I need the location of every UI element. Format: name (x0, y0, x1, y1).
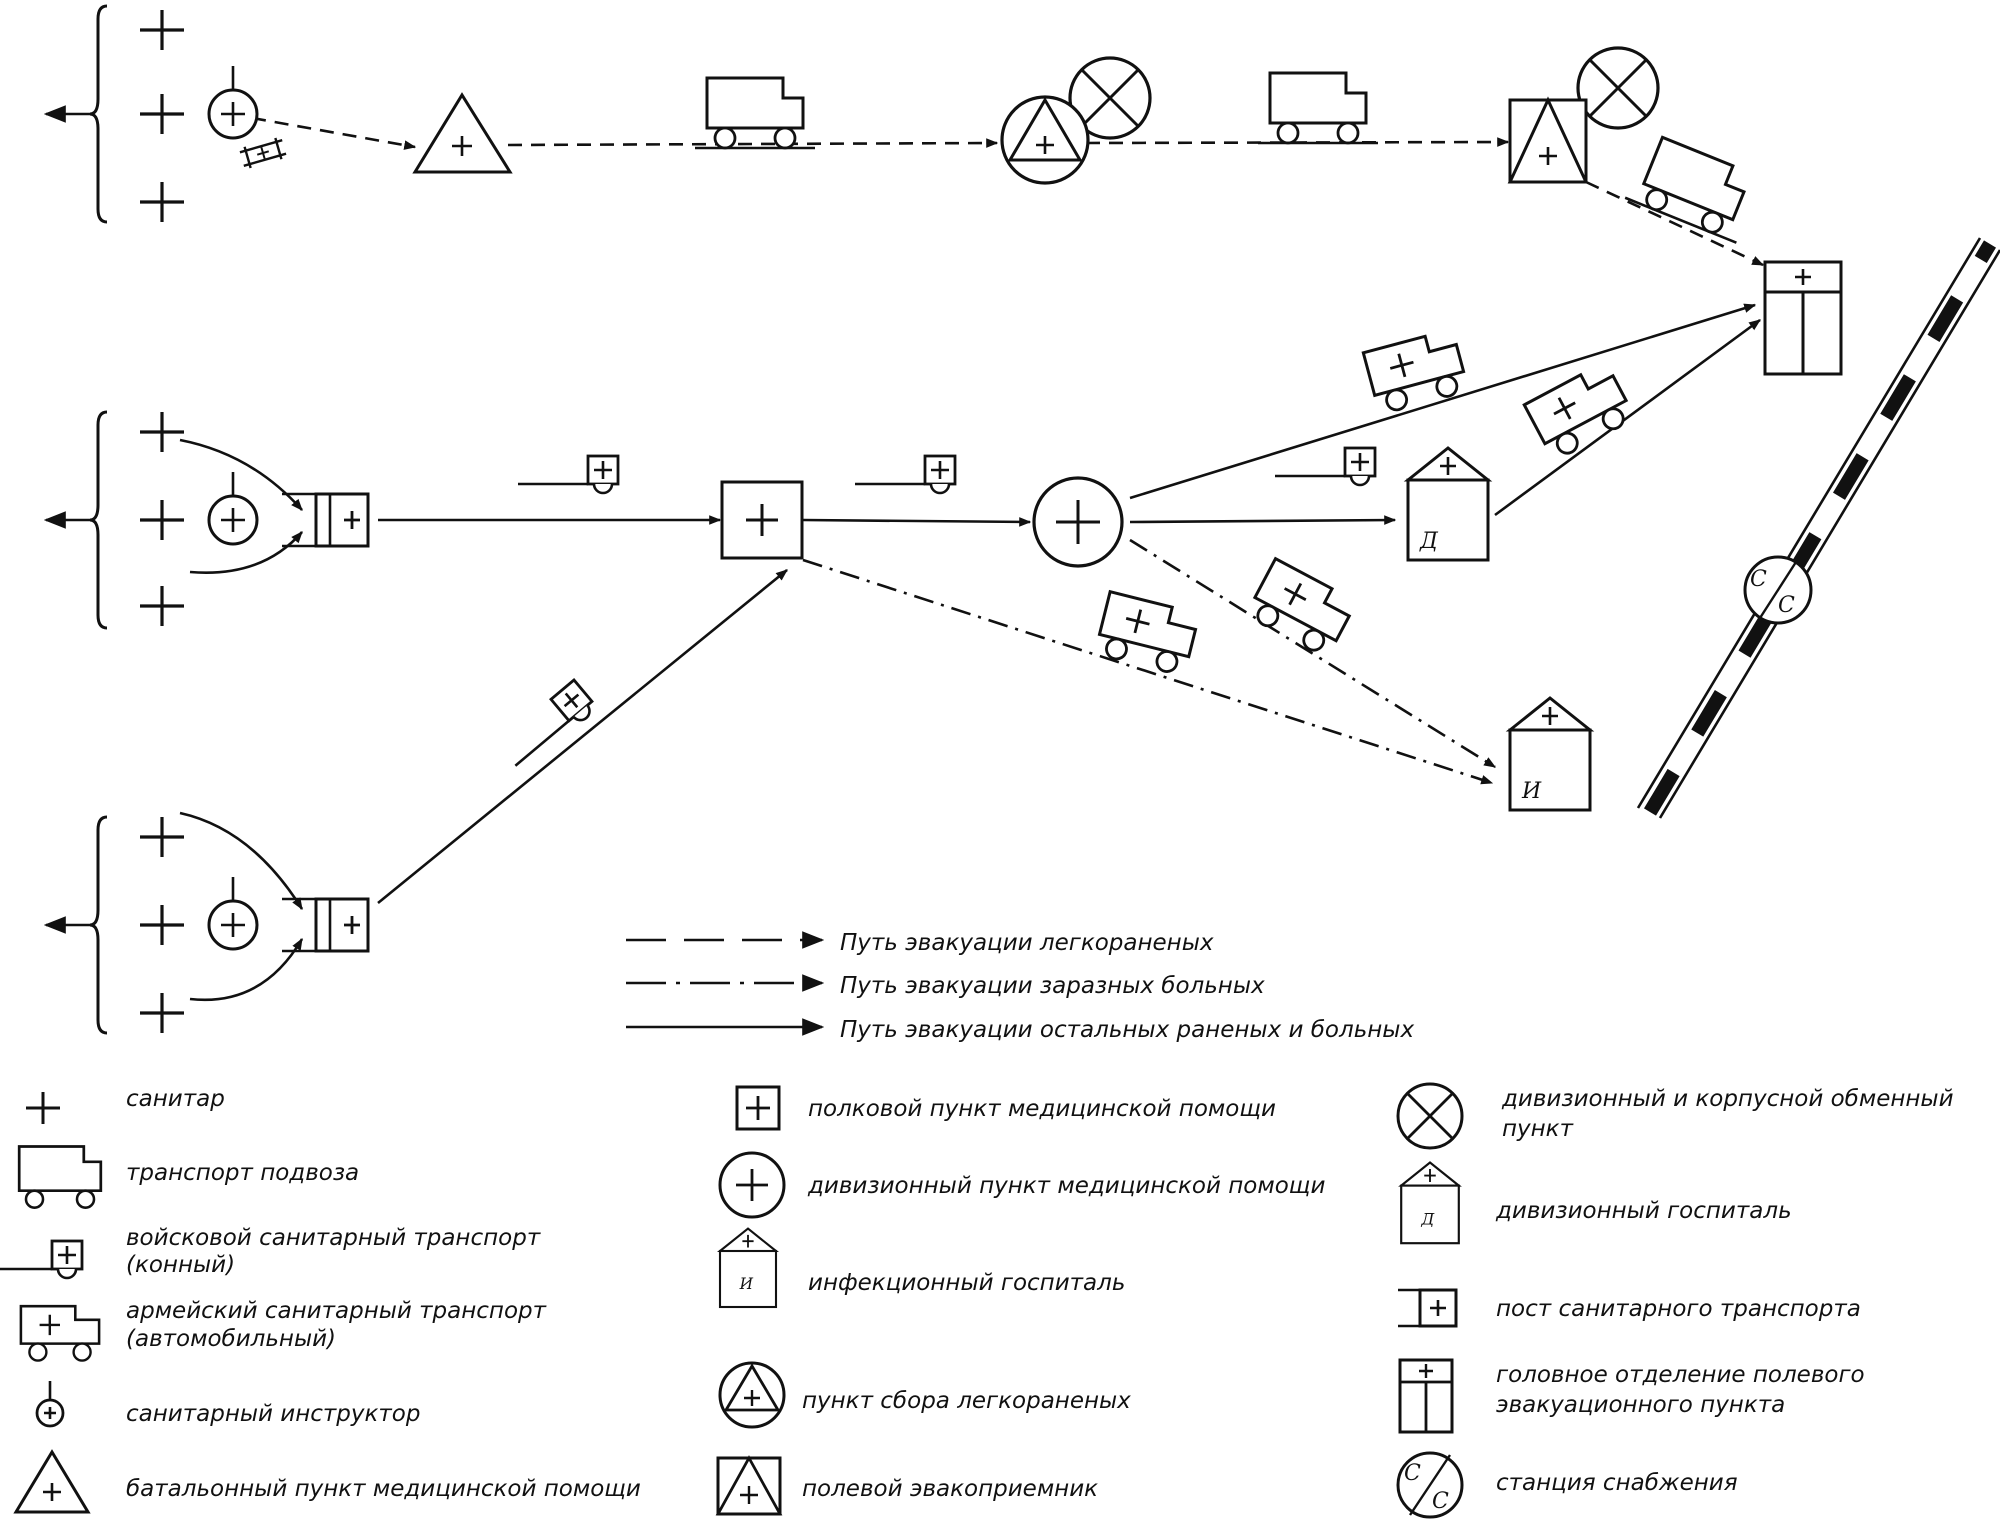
legend-hospital-letter-i: И (739, 1275, 754, 1293)
supply-truck-icon (1256, 71, 1380, 145)
legend-hospital-letter-d: Д (1420, 1209, 1435, 1228)
field-evacuation-head-icon (1763, 260, 1843, 376)
exchange-point-icon (1576, 46, 1660, 130)
legend-exchange-point-label: дивизионный и корпусной обменный (1501, 1086, 1954, 1112)
legend-evac-head-label: головное отделение полевого (1496, 1362, 1865, 1388)
station-letter-c2: С (1778, 593, 1795, 618)
legend-divisional-hospital-label: дивизионный госпиталь (1495, 1198, 1792, 1224)
legend-divisional-post-label: дивизионный пункт медицинской помощи (807, 1173, 1325, 1199)
field-evacuation-receiver-icon (1507, 96, 1589, 184)
supply-truck-icon (693, 76, 817, 150)
legend-regimental-post-label: полковой пункт медицинской помощи (808, 1096, 1276, 1122)
army-ambulance-icon (1361, 327, 1471, 417)
company-group-2 (46, 410, 303, 628)
divisional-hospital-icon: Д (1406, 446, 1490, 562)
sanitar-icon (138, 498, 186, 542)
sanitar-icon (138, 8, 186, 52)
legend-station-letter-c1: С (1404, 1461, 1421, 1486)
legend-field-receiver-label: полевой эвакоприемник (802, 1476, 1098, 1502)
horse-medical-transport-icon (853, 454, 957, 495)
supply-truck-icon (1623, 131, 1765, 245)
legend-horse-transport-label: войсковой санитарный транспорт (126, 1225, 541, 1251)
legend-ambulance-label2: (автомобильный) (126, 1326, 336, 1352)
route-legend-solid-label: Путь эвакуации остальных раненых и больн… (840, 1017, 1414, 1043)
supply-station-icon: С С (1743, 555, 1813, 625)
sanitar-icon (138, 92, 186, 136)
horse-medical-transport-icon (516, 454, 620, 495)
legend-exchange-point-label2: пункт (1502, 1116, 1574, 1142)
sanitar-icon (138, 410, 186, 454)
army-ambulance-icon (1243, 557, 1359, 660)
army-ambulance-icon (1522, 360, 1638, 463)
station-letter-c1: С (1750, 567, 1767, 592)
legend-collection-point-label: пункт сбора легкораненых (802, 1388, 1131, 1414)
sanitar-icon (138, 584, 186, 628)
infectious-hospital-icon: И (1508, 696, 1592, 812)
medical-transport-post-icon (720, 480, 804, 560)
sanitar-icon (138, 815, 186, 859)
legend-sanitar-label: санитар (126, 1086, 225, 1112)
legend-horse-transport-label2: (конный) (126, 1252, 235, 1278)
legend-supply-truck-label: транспорт подвоза (126, 1160, 359, 1186)
regimental-aid-post-icon (280, 897, 370, 953)
symbol-legend: санитар транспорт подвоза войсковой сани… (0, 1082, 1954, 1519)
sanitar-icon (138, 903, 186, 947)
legend-ambulance-label: армейский санитарный транспорт (126, 1298, 547, 1324)
legend-supply-station-label: станция снабжения (1496, 1470, 1738, 1496)
walking-wounded-collection-icon (1000, 95, 1090, 185)
army-ambulance-icon (1093, 590, 1201, 678)
company-group-3 (46, 811, 304, 1035)
legend-evac-head-label2: эвакуационного пункта (1496, 1392, 1785, 1418)
medical-instructor-icon (207, 470, 259, 546)
legend-station-letter-c2: С (1432, 1489, 1449, 1514)
route-legend-dashdot-label: Путь эвакуации заразных больных (840, 973, 1265, 999)
railway-line (1636, 237, 2000, 819)
hospital-letter-d: Д (1419, 529, 1439, 554)
legend-battalion-post-label: батальонный пункт медицинской помощи (126, 1476, 641, 1502)
legend-instructor-label: санитарный инструктор (126, 1401, 420, 1427)
hospital-letter-i: И (1521, 779, 1542, 804)
legend-infectious-hospital-label: инфекционный госпиталь (808, 1270, 1125, 1296)
route-legend-dashed-label: Путь эвакуации легкораненых (840, 930, 1214, 956)
medical-instructor-icon (207, 875, 259, 951)
horse-medical-transport-icon (1273, 446, 1377, 487)
evacuation-routes (251, 116, 1765, 905)
stretcher-icon (239, 137, 287, 169)
company-group-1 (46, 6, 186, 224)
battalion-aid-post-icon (412, 92, 513, 174)
horse-medical-transport-icon (495, 678, 600, 775)
legend-transport-post-label: пост санитарного транспорта (1496, 1296, 1861, 1322)
divisional-aid-post-icon (1032, 476, 1124, 568)
sanitar-icon (138, 180, 186, 224)
sanitar-icon (138, 991, 186, 1035)
route-legend: Путь эвакуации легкораненых Путь эвакуац… (626, 930, 1414, 1043)
medical-instructor-icon (207, 64, 259, 140)
legend-horse-transport-icon (0, 1239, 84, 1280)
